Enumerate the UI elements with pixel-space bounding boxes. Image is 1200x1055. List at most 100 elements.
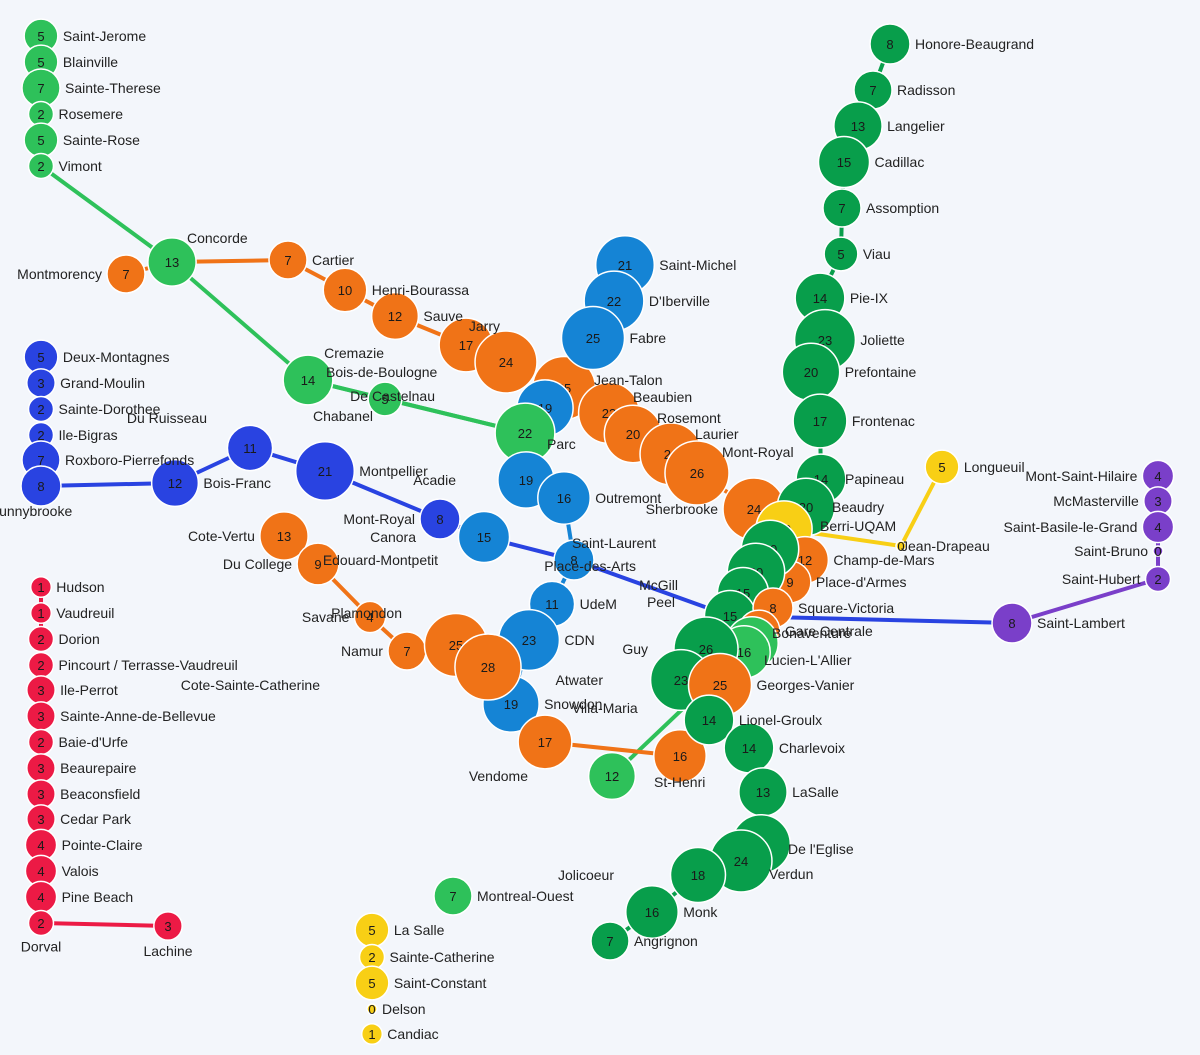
station-label: Saint-Lambert — [1037, 615, 1125, 631]
station-value: 17 — [813, 414, 827, 429]
station-node[interactable] — [454, 633, 522, 701]
station-node[interactable] — [360, 1022, 384, 1046]
station-value: 8 — [436, 512, 443, 527]
station-node[interactable] — [294, 440, 356, 502]
station-node[interactable] — [27, 152, 55, 180]
station-node[interactable] — [268, 240, 308, 280]
station-label: Pincourt / Terrasse-Vaudreuil — [58, 657, 237, 673]
station-node[interactable] — [869, 23, 911, 65]
station-node[interactable] — [683, 694, 735, 746]
station-label: Bois-Franc — [203, 475, 271, 491]
station-label: Cremazie — [324, 345, 384, 361]
station-node[interactable] — [625, 885, 679, 939]
station-node[interactable] — [991, 602, 1033, 644]
station-node[interactable] — [106, 254, 146, 294]
station-label: Cedar Park — [60, 811, 132, 827]
station-label: Hudson — [56, 579, 104, 595]
station-node[interactable] — [367, 381, 403, 417]
station-value: 16 — [673, 749, 687, 764]
station-label: Henri-Bourassa — [372, 282, 469, 298]
station-label: Deux-Montagnes — [63, 349, 170, 365]
station-node[interactable] — [822, 188, 862, 228]
station-node[interactable] — [282, 354, 334, 406]
station-label: Jolicoeur — [558, 867, 614, 883]
station-label: Joliette — [860, 332, 905, 348]
station-node[interactable] — [669, 846, 727, 904]
station-label: Pointe-Claire — [62, 837, 143, 853]
station-node[interactable] — [370, 291, 420, 341]
station-node[interactable] — [823, 236, 859, 272]
station-value: 24 — [747, 502, 761, 517]
station-node[interactable] — [1152, 545, 1164, 557]
station-node[interactable] — [353, 600, 387, 634]
station-node[interactable] — [560, 305, 626, 371]
station-node[interactable] — [792, 393, 848, 449]
station-node[interactable] — [27, 909, 55, 937]
station-node[interactable] — [1144, 565, 1172, 593]
station-node[interactable] — [419, 498, 461, 540]
station-label: Baie-d'Urfe — [58, 734, 128, 750]
station-node[interactable] — [150, 458, 200, 508]
station-node[interactable] — [924, 449, 960, 485]
station-node[interactable] — [537, 471, 591, 525]
station-node[interactable] — [27, 395, 55, 423]
station-node[interactable] — [20, 465, 62, 507]
station-label: Sainte-Therese — [65, 80, 161, 96]
station-label: Champ-de-Mars — [833, 552, 934, 568]
station-node[interactable] — [664, 440, 730, 506]
station-node[interactable] — [895, 540, 907, 552]
station-value: 17 — [538, 735, 552, 750]
station-node[interactable] — [590, 921, 630, 961]
station-value: 19 — [519, 473, 533, 488]
station-label: Mont-Royal — [343, 511, 415, 527]
station-node[interactable] — [29, 601, 53, 625]
station-node[interactable] — [29, 575, 53, 599]
station-node[interactable] — [153, 911, 183, 941]
station-node[interactable] — [147, 237, 197, 287]
station-node[interactable] — [259, 511, 309, 561]
station-value: 12 — [388, 309, 402, 324]
station-value: 13 — [851, 119, 865, 134]
station-value: 1 — [37, 606, 44, 621]
station-value: 2 — [37, 159, 44, 174]
station-node[interactable] — [366, 1003, 378, 1015]
station-label: Jean-Drapeau — [901, 538, 990, 554]
station-node[interactable] — [817, 135, 871, 189]
station-label: Monk — [683, 904, 718, 920]
station-node[interactable] — [1141, 510, 1175, 544]
station-label: Berri-UQAM — [820, 518, 896, 534]
station-value: 2 — [37, 428, 44, 443]
station-node[interactable] — [433, 876, 473, 916]
station-node[interactable] — [457, 510, 511, 564]
station-label: Laurier — [695, 426, 739, 442]
station-value: 7 — [449, 889, 456, 904]
station-label: Beaubien — [633, 389, 692, 405]
station-value: 28 — [481, 660, 495, 675]
station-node[interactable] — [354, 965, 390, 1001]
station-label: Cadillac — [875, 154, 925, 170]
station-value: 24 — [499, 355, 513, 370]
station-node[interactable] — [553, 539, 595, 581]
station-label: Ile-Bigras — [58, 427, 117, 443]
station-label: Dorval — [21, 938, 61, 954]
line-segment — [170, 260, 310, 382]
station-node[interactable] — [653, 729, 707, 783]
station-node[interactable] — [474, 330, 538, 394]
station-node[interactable] — [587, 751, 637, 801]
station-label: Canora — [370, 529, 416, 545]
station-node[interactable] — [27, 625, 55, 653]
station-node[interactable] — [517, 714, 573, 770]
station-value: 7 — [37, 453, 44, 468]
station-node[interactable] — [296, 542, 340, 586]
station-label: Assomption — [866, 200, 939, 216]
station-value: 23 — [522, 633, 536, 648]
station-label: Vendome — [469, 768, 528, 784]
station-node[interactable] — [322, 267, 368, 313]
station-value: 16 — [645, 905, 659, 920]
station-node[interactable] — [226, 424, 274, 472]
station-label: Sunnybrooke — [0, 503, 72, 519]
station-label: Ile-Perrot — [60, 682, 118, 698]
station-value: 4 — [1154, 469, 1161, 484]
station-label: Acadie — [413, 472, 456, 488]
